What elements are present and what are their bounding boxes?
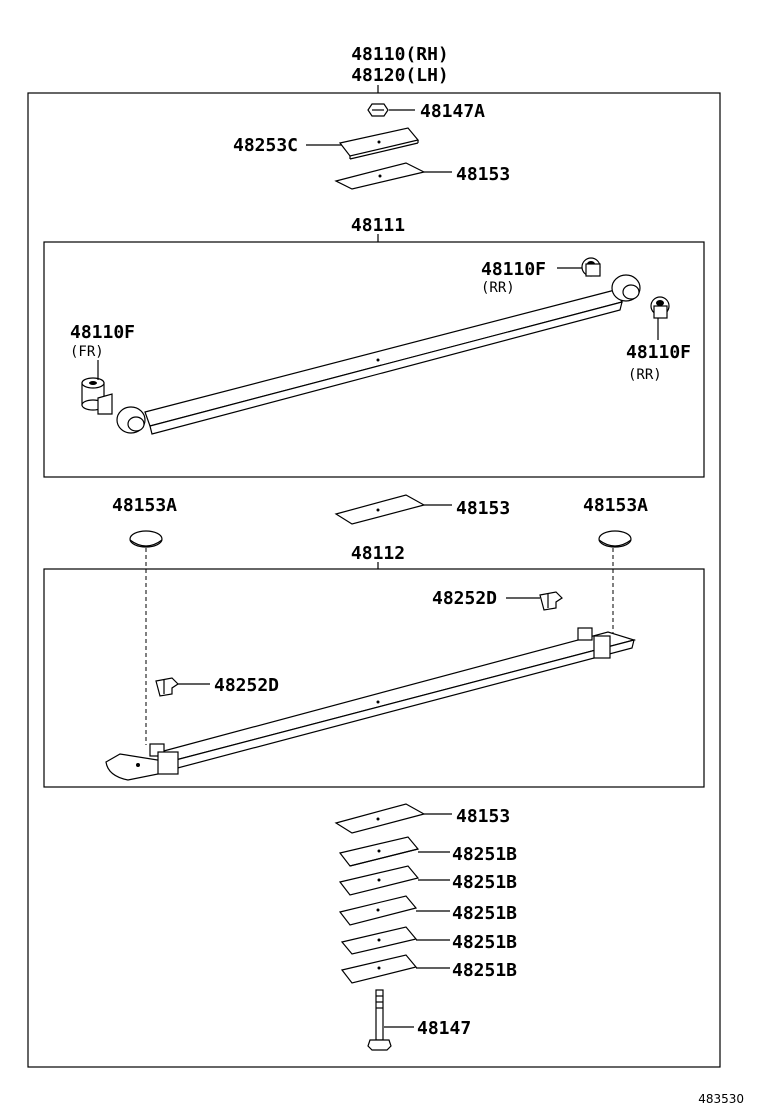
- figure-code: 483530: [698, 1092, 744, 1106]
- bushing-fr: [81, 377, 113, 415]
- label-leaf-second: 48112: [351, 543, 405, 564]
- leaf-main-box: [43, 241, 705, 478]
- plate-48253C: [338, 127, 420, 160]
- spacer-5: [340, 954, 418, 984]
- spacer-4: [340, 926, 418, 955]
- label-pad-bottom: 48153: [456, 806, 510, 827]
- cap-left: [129, 530, 163, 548]
- pad-48153-mid: [334, 494, 426, 525]
- label-bushing-rr-top: 48110F: [481, 259, 546, 280]
- part-number-lh: 48120(LH): [351, 65, 449, 86]
- cap-right: [598, 530, 632, 548]
- spacer-2: [338, 865, 420, 896]
- label-nut: 48147A: [420, 101, 485, 122]
- label-spacer-4: 48251B: [452, 932, 517, 953]
- bushing-rr-top: [581, 257, 601, 277]
- label-cap-right: 48153A: [583, 495, 648, 516]
- label-bushing-fr: 48110F: [70, 322, 135, 343]
- nut-48147A: [367, 103, 389, 117]
- label-plate-top: 48253C: [233, 135, 298, 156]
- pad-48153-top: [334, 162, 426, 190]
- label-bushing-fr-note: (FR): [70, 344, 104, 360]
- clip-left: [155, 677, 179, 697]
- spacer-3: [338, 895, 418, 926]
- label-leaf-main: 48111: [351, 215, 405, 236]
- bushing-rr-right: [650, 296, 670, 319]
- part-number-rh: 48110(RH): [351, 44, 449, 65]
- leaf-second-box: [43, 568, 705, 788]
- clip-right: [539, 591, 563, 611]
- label-pad-top: 48153: [456, 164, 510, 185]
- label-spacer-2: 48251B: [452, 872, 517, 893]
- label-clip-right: 48252D: [432, 588, 497, 609]
- label-pad-mid: 48153: [456, 498, 510, 519]
- bolt-48147: [367, 989, 392, 1051]
- label-bushing-rr-top-note: (RR): [481, 280, 515, 296]
- label-spacer-3: 48251B: [452, 903, 517, 924]
- outer-frame: [27, 92, 721, 1068]
- pad-48153-bottom: [334, 803, 426, 834]
- label-cap-left: 48153A: [112, 495, 177, 516]
- label-bushing-rr-right: 48110F: [626, 342, 691, 363]
- main-leaf-spring: [116, 274, 641, 435]
- second-leaf-spring: [105, 627, 637, 781]
- label-spacer-1: 48251B: [452, 844, 517, 865]
- spacer-1: [338, 836, 420, 867]
- label-clip-left: 48252D: [214, 675, 279, 696]
- label-spacer-5: 48251B: [452, 960, 517, 981]
- label-bushing-rr-right-note: (RR): [628, 367, 662, 383]
- label-bolt: 48147: [417, 1018, 471, 1039]
